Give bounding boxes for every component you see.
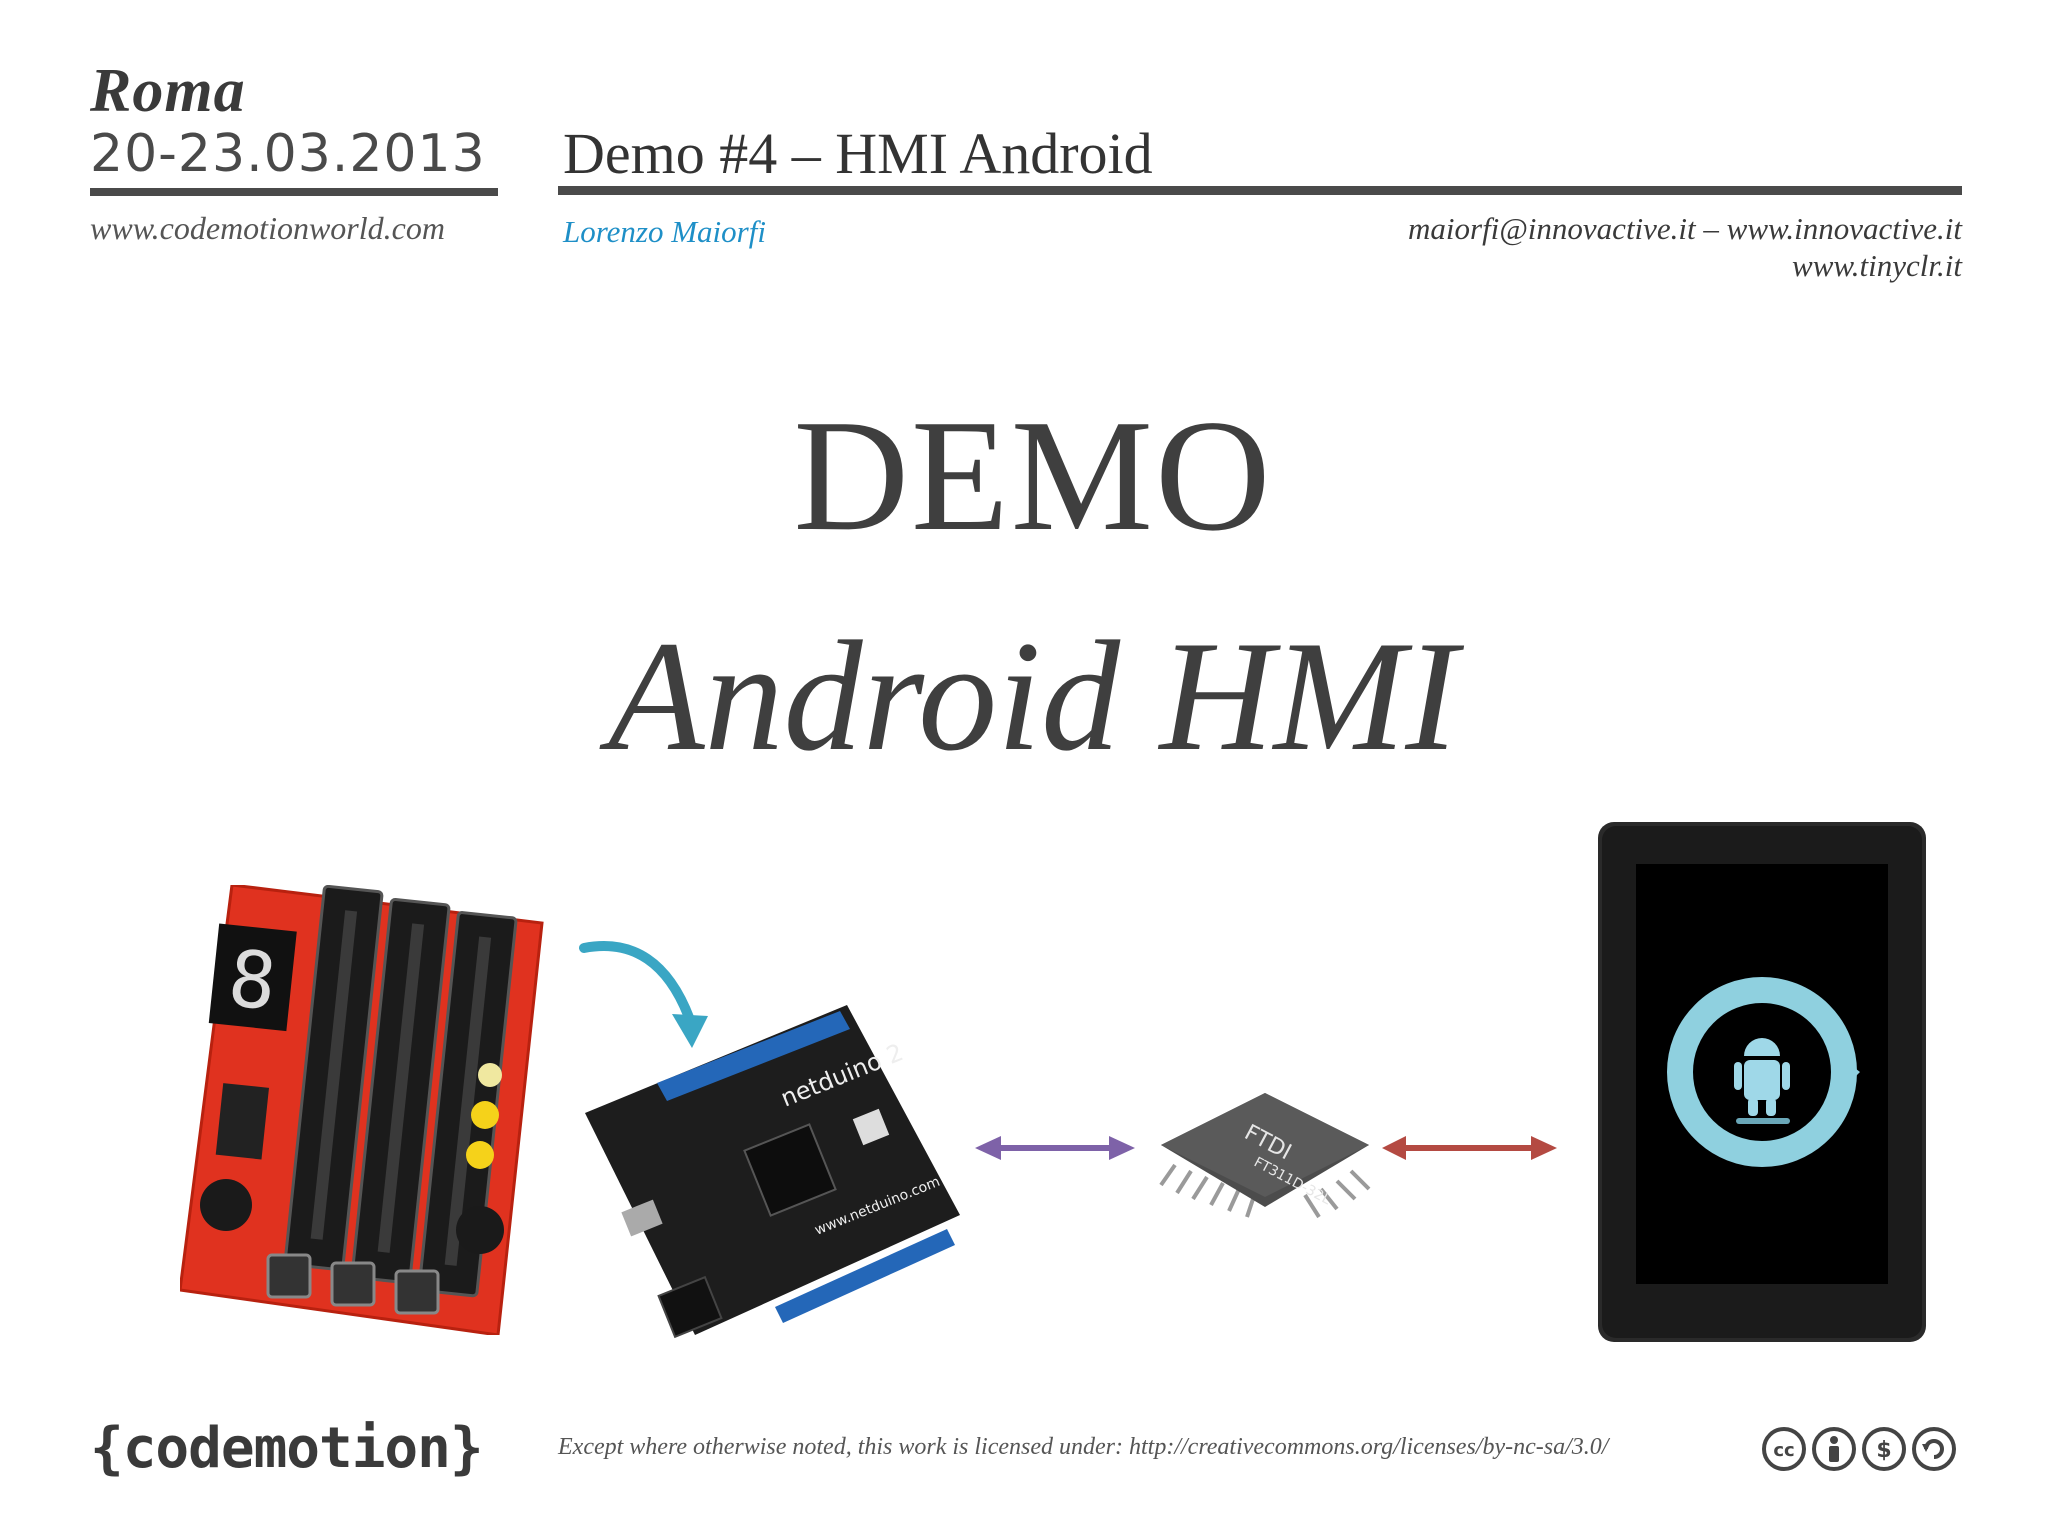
license-text: Except where otherwise noted, this work … <box>558 1434 1609 1460</box>
creative-commons-badge: cc $ <box>1762 1427 1956 1471</box>
event-website: www.codemotionworld.com <box>90 210 445 246</box>
android-tablet-image <box>1598 822 1926 1342</box>
main-subtitle: Android HMI <box>608 609 1458 784</box>
nc-icon <box>1862 1427 1906 1471</box>
contact-site-line: www.tinyclr.it <box>1792 248 1962 283</box>
netduino-board-image: netduino 2 www.netduino.com <box>585 1005 960 1339</box>
ftdi-chip-image: FTDI FT311D-32L <box>1159 1093 1371 1219</box>
left-divider <box>90 188 498 196</box>
event-city: Roma <box>90 57 246 125</box>
main-title: DEMO <box>793 386 1273 564</box>
purple-double-arrow <box>975 1136 1135 1160</box>
contact-email-line: maiorfi@innovactive.it – www.innovactive… <box>1408 211 1962 246</box>
svg-text:$: $ <box>1876 1438 1891 1463</box>
header-divider <box>558 186 1962 195</box>
event-dates: 20-23.03.2013 <box>90 124 486 184</box>
slide-title: Demo #4 – HMI Android <box>563 121 1153 186</box>
seven-segment-digit: 8 <box>224 934 280 1028</box>
sa-icon <box>1912 1427 1956 1471</box>
contact-info: maiorfi@innovactive.it – www.innovactive… <box>1408 210 1962 284</box>
author-name: Lorenzo Maiorfi <box>563 214 766 249</box>
svg-text:cc: cc <box>1773 1440 1794 1461</box>
codemotion-logo: {codemotion} <box>90 1416 484 1481</box>
cc-icon <box>1762 1427 1806 1471</box>
red-double-arrow <box>1382 1136 1557 1160</box>
shield-board-image: 8 <box>180 885 544 1335</box>
curved-arrow <box>579 941 708 1048</box>
